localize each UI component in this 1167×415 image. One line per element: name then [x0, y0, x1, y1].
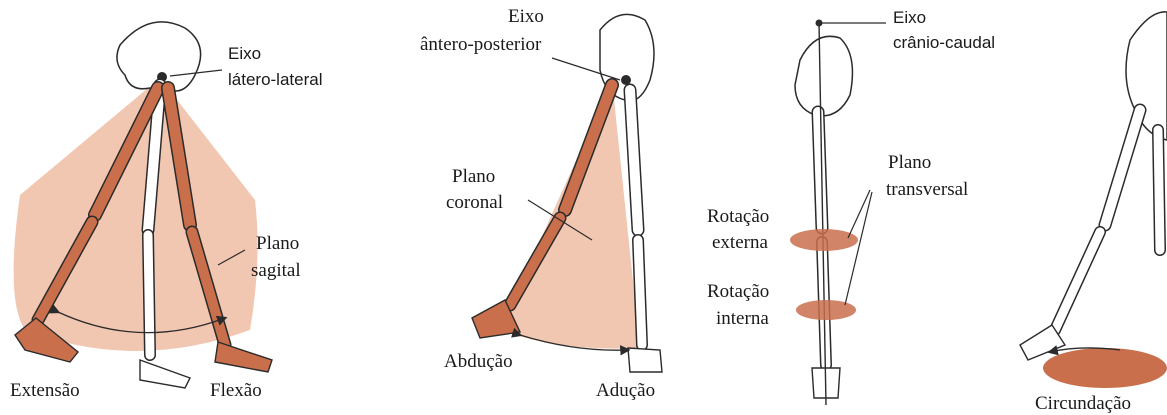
plane-label-line1: Plano: [452, 166, 495, 188]
standing-leg-foot: [628, 348, 662, 372]
internal-rotation-disc: [796, 300, 856, 320]
standing-leg-tibia-fill: [638, 240, 642, 345]
flexion-label: Flexão: [210, 380, 262, 402]
external-rotation-label-line1: Rotação: [707, 206, 769, 228]
axis-label-line2: látero-lateral: [228, 70, 323, 90]
axis-label-line2: ântero-posterior: [420, 34, 541, 56]
axis-label-line2: crânio-caudal: [893, 33, 995, 53]
standing-leg-tibia-fill: [148, 235, 150, 355]
adduction-label: Adução: [596, 380, 655, 402]
axis-label-line1: Eixo: [508, 6, 544, 28]
plane-label-line2: sagital: [251, 260, 301, 282]
second-leg-femur-fill: [1158, 130, 1160, 250]
panel-circumduction: [1020, 12, 1167, 388]
hip-joint-axis-point: [621, 75, 631, 85]
flexed-leg-foot: [215, 342, 272, 372]
circumduction-label: Circundação: [1035, 393, 1131, 415]
internal-rotation-label-line1: Rotação: [707, 281, 769, 303]
plane-leader-line-lower: [845, 192, 872, 305]
external-rotation-disc: [790, 229, 858, 251]
pelvis-bone: [795, 36, 852, 116]
plane-label-line2: coronal: [446, 192, 503, 214]
axis-label-line1: Eixo: [228, 44, 261, 64]
plane-label-line2: transversal: [886, 179, 968, 201]
abduction-label: Abdução: [444, 351, 513, 373]
panel-rotation: [790, 20, 886, 406]
extension-label: Extensão: [10, 380, 80, 402]
circumduction-disc: [1043, 348, 1167, 388]
external-rotation-label-line2: externa: [712, 232, 768, 254]
standing-leg-foot: [140, 360, 190, 388]
plane-label-line1: Plano: [256, 233, 299, 255]
leg-tibia-fill: [1055, 232, 1100, 330]
plane-label-line1: Plano: [888, 152, 931, 174]
internal-rotation-label-line2: interna: [716, 308, 769, 330]
leg-femur-fill: [1105, 110, 1140, 225]
axis-label-line1: Eixo: [893, 8, 926, 28]
